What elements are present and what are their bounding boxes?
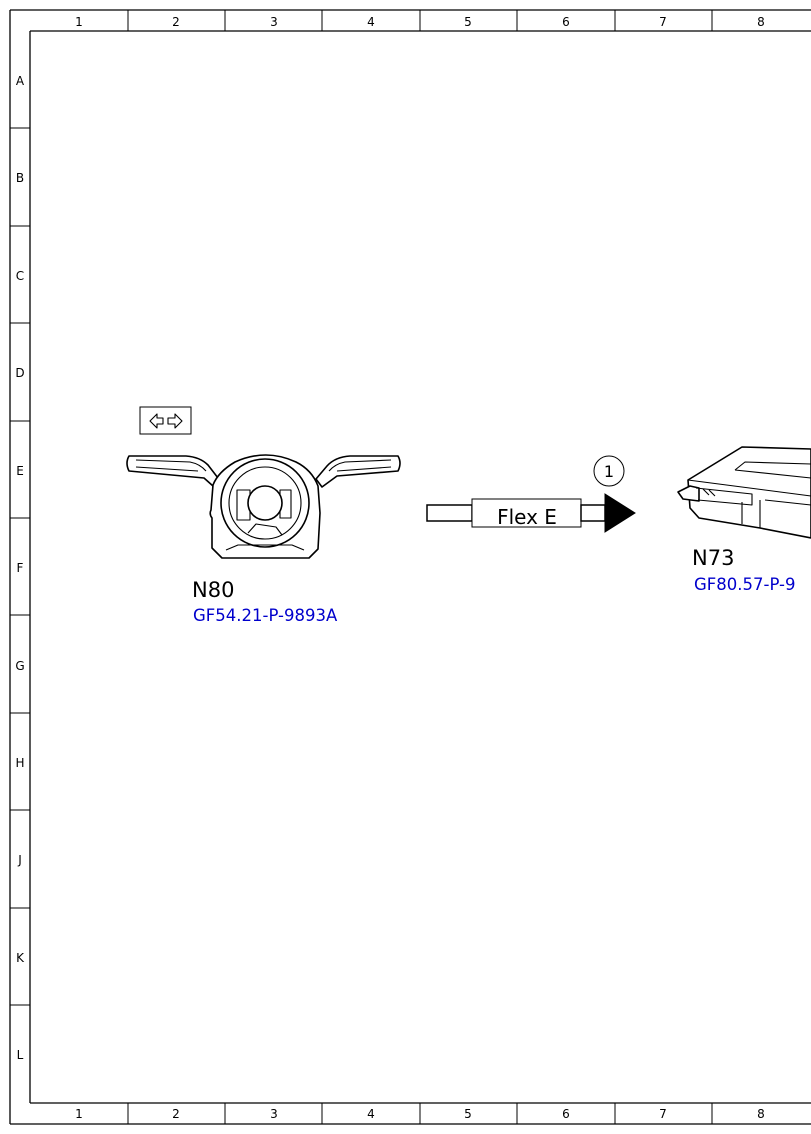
row-label: G: [15, 659, 24, 673]
connection-marker-number: 1: [604, 462, 614, 481]
n80-reference-link[interactable]: GF54.21-P-9893A: [193, 606, 338, 625]
row-label: D: [15, 366, 24, 380]
column-labels-bottom: 1 2 3 4 5 6 7 8: [75, 1107, 765, 1121]
row-label: E: [16, 464, 24, 478]
flex-e-label: Flex E: [497, 505, 557, 529]
column-label: 4: [367, 1107, 375, 1121]
row-label: F: [17, 561, 24, 575]
n80-component-id: N80: [192, 578, 234, 602]
column-label: 6: [562, 1107, 570, 1121]
steering-column-module-drawing[interactable]: [126, 454, 401, 559]
column-label: 8: [757, 1107, 765, 1121]
column-label: 4: [367, 15, 375, 29]
row-label: B: [16, 171, 24, 185]
n73-reference-link[interactable]: GF80.57-P-9: [694, 575, 796, 594]
column-label: 3: [270, 1107, 278, 1121]
column-label: 5: [464, 15, 472, 29]
column-label: 7: [659, 15, 667, 29]
column-label: 2: [172, 15, 180, 29]
column-label: 5: [464, 1107, 472, 1121]
row-ticks: [10, 127, 30, 1006]
drawing-frame: [9, 9, 811, 1125]
n73-component-id: N73: [692, 546, 734, 570]
row-label: L: [17, 1048, 24, 1062]
row-labels: A B C D E F G H J K L: [15, 74, 25, 1062]
row-label: A: [16, 74, 25, 88]
column-label: 8: [757, 15, 765, 29]
flex-e-connection: [426, 493, 636, 533]
column-label: 6: [562, 15, 570, 29]
circled-number-icon: [593, 455, 625, 487]
column-ticks: [127, 10, 713, 1124]
arrow-head-icon: [604, 493, 636, 533]
row-label: K: [16, 951, 25, 965]
column-label: 1: [75, 15, 83, 29]
column-label: 1: [75, 1107, 83, 1121]
row-label: H: [15, 756, 24, 770]
left-right-arrows-icon: [139, 406, 192, 435]
row-label: C: [16, 269, 24, 283]
column-label: 3: [270, 15, 278, 29]
column-labels-top: 1 2 3 4 5 6 7 8: [75, 15, 765, 29]
row-label: J: [17, 853, 22, 867]
ignition-lock-module-drawing[interactable]: [677, 446, 811, 539]
column-label: 7: [659, 1107, 667, 1121]
column-label: 2: [172, 1107, 180, 1121]
